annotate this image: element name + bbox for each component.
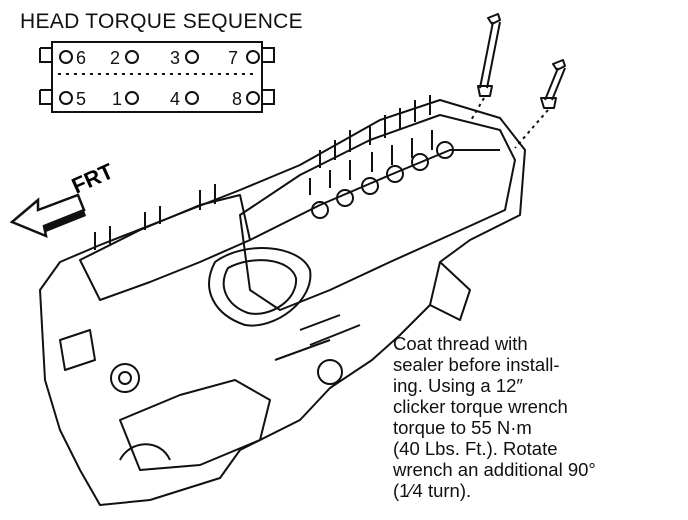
bolt-7-circle — [246, 50, 260, 64]
seq-number: 7 — [228, 48, 238, 68]
seq-number: 3 — [170, 48, 180, 68]
seq-number: 6 — [76, 48, 86, 68]
note-line: torque to 55 N·m — [393, 417, 532, 438]
note-line: ing. Using a 12″ — [393, 375, 523, 396]
note-line: clicker torque wrench — [393, 396, 568, 417]
bolt-3-circle — [185, 50, 199, 64]
bolt-8-circle — [246, 91, 260, 105]
bolt-1-circle — [125, 91, 139, 105]
bolt-2-circle — [125, 50, 139, 64]
seq-number: 2 — [110, 48, 120, 68]
note-line: Coat thread with — [393, 333, 528, 354]
sequence-title: HEAD TORQUE SEQUENCE — [20, 10, 303, 33]
seq-number: 4 — [170, 89, 180, 109]
front-arrow-icon — [9, 193, 86, 239]
engine-block-illustration — [39, 13, 566, 506]
bolt-4-circle — [185, 91, 199, 105]
seq-number: 5 — [76, 89, 86, 109]
note-line: (40 Lbs. Ft.). Rotate — [393, 438, 558, 459]
note-line: (1⁄4 turn). — [393, 480, 472, 501]
seq-number: 1 — [112, 89, 122, 109]
front-label: FRT — [68, 158, 118, 198]
installation-note: Coat thread with sealer before install- … — [393, 333, 683, 501]
head-outline — [51, 41, 263, 113]
note-line: wrench an additional 90° — [393, 459, 596, 480]
bolt-5-circle — [59, 91, 73, 105]
bolt-6-circle — [59, 50, 73, 64]
seq-number: 8 — [232, 89, 242, 109]
note-line: sealer before install- — [393, 354, 560, 375]
